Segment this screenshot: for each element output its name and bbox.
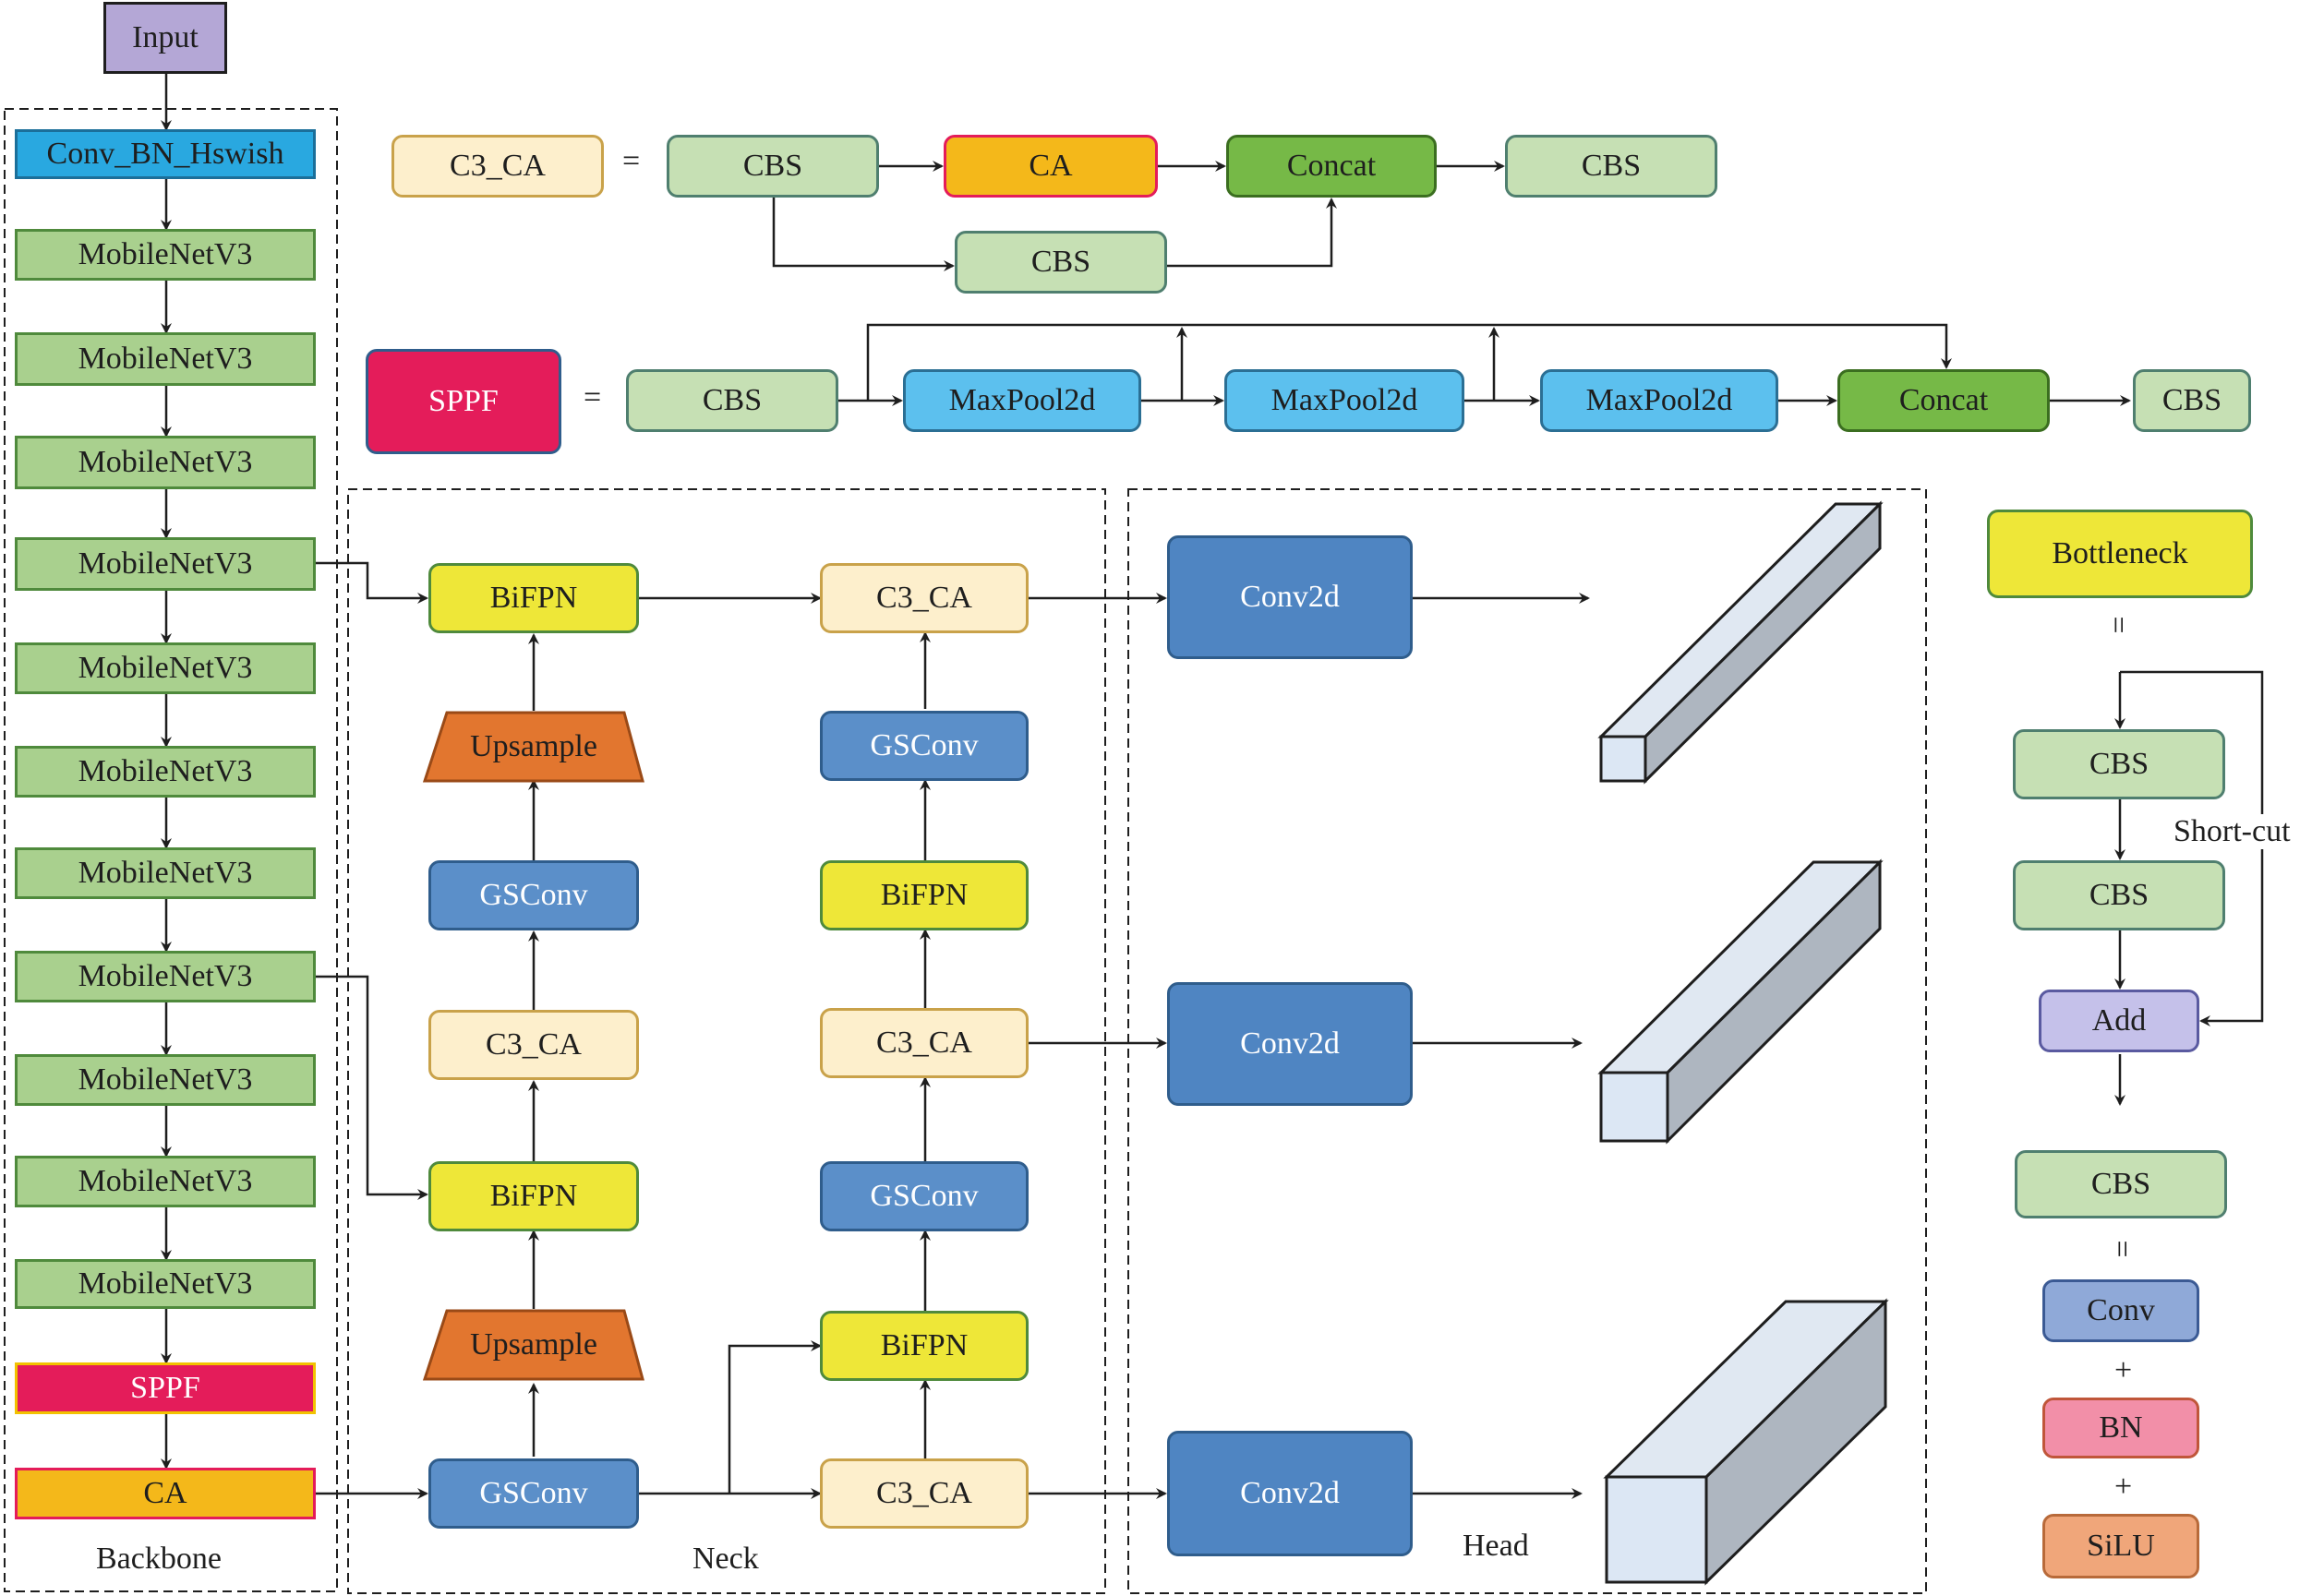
mobilenetv3-node-8: MobileNetV3 [15, 951, 316, 1002]
sppf-def-concat: Concat [1837, 369, 2050, 432]
neck-upsample-top: Upsample [470, 729, 597, 763]
sppf-top-bus [866, 323, 1952, 401]
head-frame [1127, 488, 1927, 1594]
sppf-def-maxpool-1: MaxPool2d [903, 369, 1141, 432]
sppf-def-maxpool-2: MaxPool2d [1224, 369, 1464, 432]
mobilenetv3-node-6: MobileNetV3 [15, 746, 316, 798]
sppf-def-name: SPPF [366, 349, 561, 454]
arrow-mnv3-8-bifpn [316, 975, 428, 1200]
bottleneck-def-cbs-2: CBS [2013, 860, 2225, 930]
c3ca-def-concat: Concat [1226, 135, 1437, 198]
neck-bifpn-lower: BiFPN [820, 1311, 1029, 1381]
neck-upsample-bottom: Upsample [470, 1327, 597, 1362]
c3ca-def-name: C3_CA [391, 135, 604, 198]
cbs-def-name: CBS [2015, 1150, 2227, 1218]
c3ca-def-ca: CA [944, 135, 1158, 198]
neck-c3ca-bottom: C3_CA [820, 1458, 1029, 1529]
arrow-c3-branch-concat [1167, 198, 1337, 268]
backbone-frame [4, 108, 338, 1592]
c3ca-def-cbs-in: CBS [667, 135, 879, 198]
arrow-c3-branch [772, 198, 955, 271]
cbs-def-plus-1: + [2114, 1353, 2133, 1387]
c3ca-def-cbs-out: CBS [1505, 135, 1717, 198]
backbone-sppf-node: SPPF [15, 1362, 316, 1414]
mobilenetv3-node-4: MobileNetV3 [15, 537, 316, 591]
upsample-bottom-shape [422, 1309, 644, 1381]
input-node: Input [103, 2, 227, 74]
mobilenetv3-node-9: MobileNetV3 [15, 1054, 316, 1106]
bottleneck-def-name: Bottleneck [1987, 510, 2253, 598]
neck-bifpn-bottom: BiFPN [428, 1161, 639, 1231]
cbs-def-plus-2: + [2114, 1470, 2133, 1504]
output-block-1 [1597, 500, 1884, 785]
neck-gsconv-mid: GSConv [820, 1161, 1029, 1231]
mobilenetv3-node-10: MobileNetV3 [15, 1156, 316, 1207]
arrow-mnv3-4-bifpn [316, 561, 428, 604]
output-block-2 [1597, 858, 1884, 1145]
c3ca-def-cbs-branch: CBS [955, 231, 1167, 294]
neck-c3ca-left: C3_CA [428, 1010, 639, 1080]
arrow-gsb-bifpnb2 [728, 1340, 822, 1494]
cbs-def-equals: = [2104, 1240, 2139, 1258]
head-label: Head [1463, 1529, 1529, 1563]
mobilenetv3-node-5: MobileNetV3 [15, 642, 316, 694]
neck-c3ca-top: C3_CA [820, 563, 1029, 633]
cbs-def-bn: BN [2042, 1398, 2199, 1458]
bottleneck-def-cbs-1: CBS [2013, 729, 2225, 799]
neck-frame [347, 488, 1106, 1594]
neck-gsconv-top: GSConv [428, 860, 639, 930]
sppf-def-cbs-in: CBS [626, 369, 838, 432]
neck-bifpn-top: BiFPN [428, 563, 639, 633]
cbs-def-silu: SiLU [2042, 1514, 2199, 1578]
bottleneck-shortcut-label: Short-cut [2174, 814, 2291, 849]
neck-bifpn-mid: BiFPN [820, 860, 1029, 930]
sppf-def-maxpool-3: MaxPool2d [1540, 369, 1778, 432]
mobilenetv3-node-2: MobileNetV3 [15, 332, 316, 386]
mobilenetv3-node-3: MobileNetV3 [15, 436, 316, 489]
backbone-ca-node: CA [15, 1468, 316, 1519]
cbs-def-conv: Conv [2042, 1279, 2199, 1342]
backbone-label: Backbone [96, 1542, 222, 1576]
head-conv2d-1: Conv2d [1167, 535, 1413, 659]
head-conv2d-3: Conv2d [1167, 1431, 1413, 1556]
neck-c3ca-mid: C3_CA [820, 1008, 1029, 1078]
bottleneck-def-add: Add [2039, 990, 2199, 1052]
upsample-top-shape [422, 711, 644, 783]
mobilenetv3-node-1: MobileNetV3 [15, 229, 316, 281]
head-conv2d-2: Conv2d [1167, 982, 1413, 1106]
mobilenetv3-node-7: MobileNetV3 [15, 847, 316, 899]
neck-gsconv-bottom: GSConv [428, 1458, 639, 1529]
mobilenetv3-node-11: MobileNetV3 [15, 1259, 316, 1309]
conv-bn-hswish-node: Conv_BN_Hswish [15, 129, 316, 179]
sppf-def-equals: = [584, 380, 602, 414]
c3ca-def-equals: = [622, 144, 641, 178]
bottleneck-def-equals: = [2101, 616, 2136, 634]
neck-label: Neck [692, 1542, 759, 1576]
sppf-def-cbs-out: CBS [2133, 369, 2251, 432]
neck-gsconv-upper: GSConv [820, 711, 1029, 781]
output-block-3 [1603, 1298, 1889, 1586]
